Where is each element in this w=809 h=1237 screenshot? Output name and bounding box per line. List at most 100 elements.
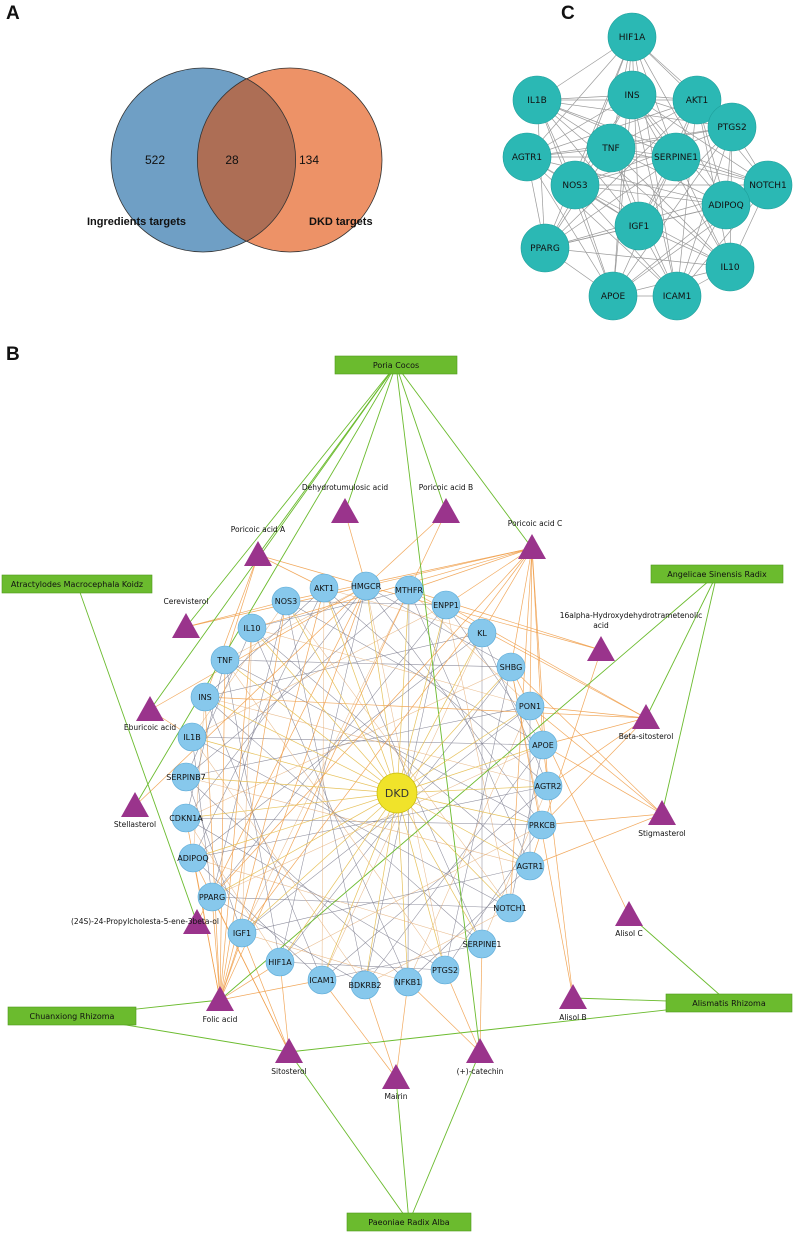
target-node-label: NFKB1 bbox=[395, 978, 421, 987]
herb-label: Paeoniae Radix Alba bbox=[368, 1218, 449, 1227]
target-node-label: HMGCR bbox=[351, 582, 382, 591]
ingredient-target-edge bbox=[279, 961, 290, 1053]
target-node-prkcb bbox=[527, 810, 557, 840]
target-node-nos3 bbox=[271, 586, 301, 616]
target-target-edge bbox=[364, 907, 511, 986]
ingredient-label: Cerevisterol bbox=[164, 597, 209, 606]
target-target-edge bbox=[192, 587, 325, 859]
target-node-label: NOS3 bbox=[275, 597, 297, 606]
ingredient-target-edge bbox=[541, 813, 663, 826]
target-target-edge bbox=[224, 659, 543, 826]
target-node-shbg bbox=[496, 652, 526, 682]
target-node-label: SERPINB7 bbox=[166, 773, 205, 782]
ingredient-target-edge bbox=[224, 554, 259, 661]
herb-node-chuanxiong-rhizoma bbox=[7, 1006, 137, 1026]
hub-target-edge bbox=[396, 666, 512, 794]
ingredient-label: (24S)-24-Propylcholesta-5-ene-3beta-ol bbox=[71, 917, 219, 926]
ingredient-target-edge bbox=[547, 717, 647, 787]
target-target-edge bbox=[364, 744, 544, 986]
ingredient-node-catechin bbox=[466, 1038, 494, 1063]
target-node-label: ENPP1 bbox=[433, 601, 459, 610]
hub-target-edge bbox=[396, 792, 531, 867]
ingredient-target-edge bbox=[445, 547, 533, 606]
target-target-edge bbox=[192, 785, 549, 859]
ppi-edge bbox=[536, 99, 731, 268]
target-target-edge bbox=[224, 659, 512, 668]
target-target-edge bbox=[185, 817, 446, 971]
target-node-mthfr bbox=[394, 575, 424, 605]
target-target-edge bbox=[204, 696, 549, 787]
target-node-agtr1 bbox=[515, 851, 545, 881]
target-node-serpinb7 bbox=[171, 762, 201, 792]
hub-target-edge bbox=[396, 632, 483, 794]
target-node-label: IGF1 bbox=[233, 929, 251, 938]
hub-target-edge bbox=[204, 696, 398, 794]
ingredient-target-edge bbox=[365, 547, 533, 587]
target-node-il1b bbox=[177, 722, 207, 752]
target-target-edge bbox=[185, 817, 543, 826]
target-target-edge bbox=[509, 744, 544, 909]
ppi-node-pparg bbox=[520, 223, 570, 273]
target-target-edge bbox=[224, 585, 367, 661]
target-node-nfkb1 bbox=[393, 967, 423, 997]
ppi-node-ptgs2 bbox=[707, 102, 757, 152]
ingredient-label: Poricoic acid C bbox=[508, 519, 563, 528]
ingredient-node-alisol-c bbox=[615, 901, 643, 926]
ppi-node-ins bbox=[607, 70, 657, 120]
target-node-il10 bbox=[237, 613, 267, 643]
ingredient-target-edge bbox=[241, 932, 290, 1053]
venn-overlap-count: 28 bbox=[225, 153, 239, 167]
herb-node-paeoniae-radix-alba bbox=[346, 1212, 472, 1232]
ingredient-target-edge bbox=[364, 984, 397, 1079]
target-target-edge bbox=[407, 865, 531, 983]
ingredient-target-edge bbox=[408, 547, 533, 591]
ingredient-label: (+)-catechin bbox=[457, 1067, 504, 1076]
ingredient-target-edge bbox=[407, 981, 481, 1053]
ingredient-node-24s-24-propylcholesta-5-ene-3beta-ol bbox=[183, 909, 211, 934]
target-target-edge bbox=[204, 696, 483, 945]
target-target-edge bbox=[323, 587, 549, 787]
ingredient-node-stellasterol bbox=[121, 792, 149, 817]
ppi-node-label: HIF1A bbox=[619, 33, 646, 43]
target-target-edge bbox=[224, 659, 281, 963]
target-node-label: PPARG bbox=[199, 893, 225, 902]
target-node-kl bbox=[467, 618, 497, 648]
ingredient-label: 16alpha-Hydroxydehydrotrametenolic bbox=[560, 611, 703, 620]
ppi-edge bbox=[544, 156, 677, 249]
herb-node-atractylodes-macrocephala-koidz bbox=[1, 574, 153, 594]
target-target-edge bbox=[481, 632, 549, 787]
target-target-edge bbox=[285, 600, 544, 746]
ingredient-target-edge bbox=[479, 943, 483, 1053]
ppi-edge bbox=[574, 184, 727, 206]
target-node-label: AGTR2 bbox=[535, 782, 562, 791]
target-node-label: AKT1 bbox=[314, 584, 334, 593]
ingredient-target-edge bbox=[204, 696, 647, 719]
target-node-ins bbox=[190, 682, 220, 712]
target-target-edge bbox=[408, 589, 531, 707]
target-target-edge bbox=[204, 696, 323, 981]
ingredient-target-edge bbox=[257, 554, 367, 587]
ppi-node-label: IL1B bbox=[527, 96, 547, 106]
ppi-node-igf1 bbox=[614, 201, 664, 251]
hub-target-edge bbox=[241, 792, 398, 934]
ppi-edge bbox=[631, 36, 727, 206]
target-target-edge bbox=[191, 736, 544, 746]
target-node-label: PON1 bbox=[519, 702, 541, 711]
ingredient-target-edge bbox=[529, 547, 533, 707]
target-target-edge bbox=[285, 600, 366, 986]
ppi-node-label: NOTCH1 bbox=[749, 181, 787, 191]
ingredient-target-edge bbox=[542, 717, 647, 746]
ingredient-label: Stigmasterol bbox=[638, 829, 686, 838]
herb-ingredient-edge bbox=[395, 364, 447, 513]
herb-ingredient-edge bbox=[645, 573, 718, 719]
ppi-edge bbox=[631, 94, 769, 186]
ppi-node-label: APOE bbox=[601, 292, 626, 302]
ppi-edge bbox=[536, 99, 640, 227]
target-target-edge bbox=[185, 776, 409, 983]
ppi-node-il1b bbox=[512, 75, 562, 125]
ingredient-target-edge bbox=[365, 511, 447, 587]
herb-ingredient-edge bbox=[408, 1051, 481, 1223]
ingredient-target-edge bbox=[211, 896, 221, 1001]
target-node-label: INS bbox=[198, 693, 211, 702]
